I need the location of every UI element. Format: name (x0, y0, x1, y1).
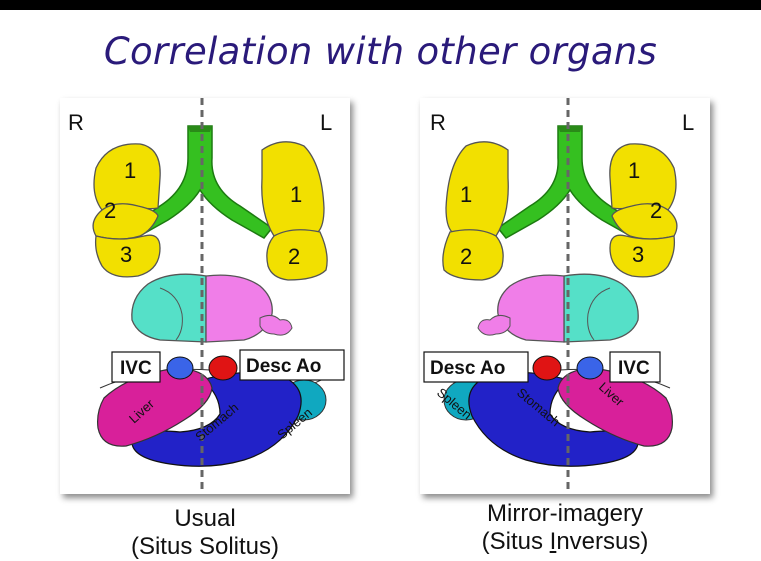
lobe-label: 1 (124, 158, 136, 183)
side-label-right: R (68, 110, 84, 135)
abdomen (439, 367, 673, 467)
side-label-left: L (320, 110, 332, 135)
side-label-left: L (682, 110, 694, 135)
right-lung-bilobed (442, 141, 509, 281)
left-lung (261, 141, 328, 281)
panel-situs-inversus: R L 1 2 1 2 3 Desc Ao IVC Liver Stomach … (420, 98, 710, 494)
vessels (532, 355, 604, 381)
caption-situs-inversus: Mirror-imagery (Situs Inversus) (445, 500, 685, 556)
slide-title: Correlation with other organs (103, 30, 658, 73)
top-bar (0, 0, 761, 10)
atria (477, 273, 639, 343)
aorta-label: Desc Ao (246, 356, 321, 377)
vessels (166, 355, 238, 381)
lobe-label: 2 (650, 198, 662, 223)
situs-solitus-diagram: R L 1 2 3 1 2 IVC Desc Ao Liver Stomach … (68, 98, 345, 494)
caption-line: Mirror-imagery (487, 500, 643, 527)
lobe-label: 2 (104, 198, 116, 223)
lobe-label: 1 (290, 182, 302, 207)
aorta-label: Desc Ao (430, 358, 505, 379)
caption-text: nversus) (556, 528, 649, 555)
caption-line: Usual (174, 505, 236, 532)
lobe-label: 2 (288, 244, 300, 269)
bronchial-tree (496, 125, 644, 239)
ao-label-box (239, 349, 345, 381)
ao-label-box (423, 351, 529, 383)
side-label-right: R (430, 110, 446, 135)
ivc-label: IVC (120, 358, 152, 379)
lobe-label: 2 (460, 244, 472, 269)
ivc-label: IVC (618, 358, 650, 379)
ivc-label-box (609, 351, 661, 383)
lobe-label: 1 (460, 182, 472, 207)
lobe-label: 3 (632, 242, 644, 267)
caption-underlined-letter: I (549, 528, 557, 555)
caption-line: (Situs Inversus) (445, 528, 685, 556)
panel-situs-solitus: R L 1 2 3 1 2 IVC Desc Ao Liver Stomach … (60, 98, 350, 494)
atria (131, 273, 293, 343)
caption-text: (Situs (481, 528, 550, 555)
left-lung-trilobed (609, 143, 678, 278)
caption-situs-solitus: Usual (Situs Solitus) (85, 505, 325, 561)
mirrored-anatomy (439, 125, 678, 467)
right-lung (92, 143, 161, 278)
situs-inversus-diagram: R L 1 2 1 2 3 Desc Ao IVC Liver Stomach … (423, 98, 694, 494)
ivc-label-box (111, 351, 161, 383)
caption-line: (Situs Solitus) (130, 533, 280, 560)
lobe-label: 1 (628, 158, 640, 183)
bronchial-tree (126, 125, 274, 239)
lobe-label: 3 (120, 242, 132, 267)
